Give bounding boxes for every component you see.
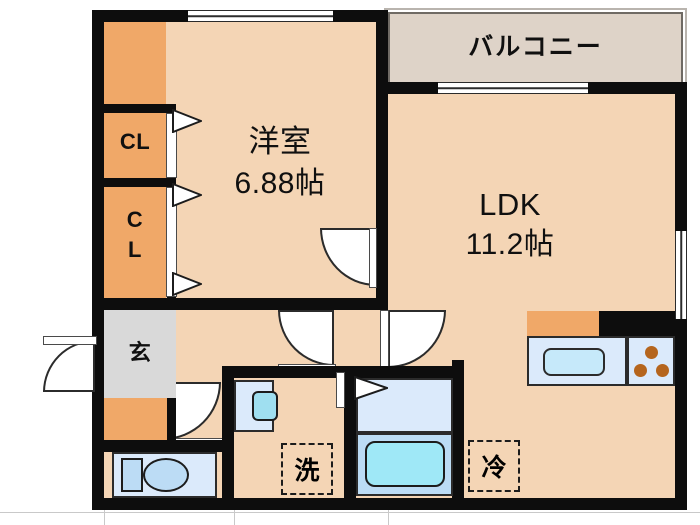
ldk-side-window [675, 231, 687, 319]
wall-bottom-outer [92, 498, 687, 510]
wall-toilet-top [104, 440, 234, 452]
genkan-label: 玄 [128, 340, 152, 365]
stove-unit [627, 336, 675, 386]
ldk-balcony-window [438, 82, 588, 94]
bath-door-arrow-icon[interactable] [354, 376, 388, 400]
bedroom-door-leaf[interactable] [369, 228, 377, 288]
wall-ldk-left-lower [452, 360, 464, 510]
dimension-tick-1 [104, 510, 105, 525]
wall-closet-mid [104, 178, 176, 187]
kitchen-counter-wall [599, 311, 675, 336]
closet-lower-label-2: L [128, 237, 142, 262]
closet-lower-area [104, 186, 166, 298]
toilet-tank-icon [121, 458, 143, 492]
toilet-bowl-icon [143, 458, 189, 492]
dimension-tick-2 [234, 510, 235, 525]
stove-burner-left-icon [634, 364, 647, 377]
dimension-guide-bottom [0, 512, 700, 513]
fridge-label: 冷 [481, 454, 507, 482]
closet-lower-door[interactable] [166, 187, 177, 297]
kitchen-counter-backsplash [527, 311, 599, 336]
balcony-label: バルコニー [468, 33, 603, 61]
bedroom-name-label: 洋室 [248, 124, 312, 159]
bedroom-window [188, 10, 333, 22]
wall-closet-top [104, 104, 176, 113]
stove-burner-right-icon [656, 364, 669, 377]
closet-upper-label: CL [119, 129, 151, 154]
dimension-tick-3 [388, 510, 389, 525]
bedroom-area-label: 6.88帖 [234, 167, 326, 200]
closet-lower-arrow2-icon [172, 272, 202, 296]
wall-genkan-right [167, 398, 176, 440]
bath-door-leaf[interactable] [336, 372, 345, 408]
shoe-box-area [104, 398, 176, 440]
wall-bath-left [344, 366, 356, 510]
wall-washroom-left [222, 366, 234, 498]
closet-upper-arrow-icon [172, 109, 202, 133]
washer-marker: 洗 [281, 443, 333, 495]
closet-lower-arrow-icon [172, 183, 202, 207]
bathtub-icon [365, 441, 445, 487]
ldk-name-label: LDK [479, 187, 541, 222]
fridge-marker: 冷 [468, 440, 520, 492]
washer-label: 洗 [294, 457, 320, 485]
kitchen-sink-basin [543, 348, 605, 376]
wall-left-bedroom [92, 10, 104, 310]
wall-bedroom-bottom [92, 298, 388, 310]
closet-upper-area [104, 112, 166, 180]
vanity-basin-icon [252, 391, 278, 421]
entrance-door-swing[interactable] [43, 340, 95, 392]
entrance-door-leaf[interactable] [43, 336, 97, 345]
closet-upper-door[interactable] [166, 113, 177, 178]
hall-ldk-door-leaf[interactable] [380, 310, 389, 370]
closet-lower-label-1: C [126, 207, 144, 232]
wall-left-lower [92, 298, 104, 510]
balcony-area [388, 12, 683, 87]
genkan-area [104, 310, 176, 398]
closet-top-fill [104, 22, 166, 112]
wall-bedroom-right [376, 10, 388, 310]
stove-burner-top-icon [645, 346, 658, 359]
ldk-area-label: 11.2帖 [465, 228, 555, 261]
